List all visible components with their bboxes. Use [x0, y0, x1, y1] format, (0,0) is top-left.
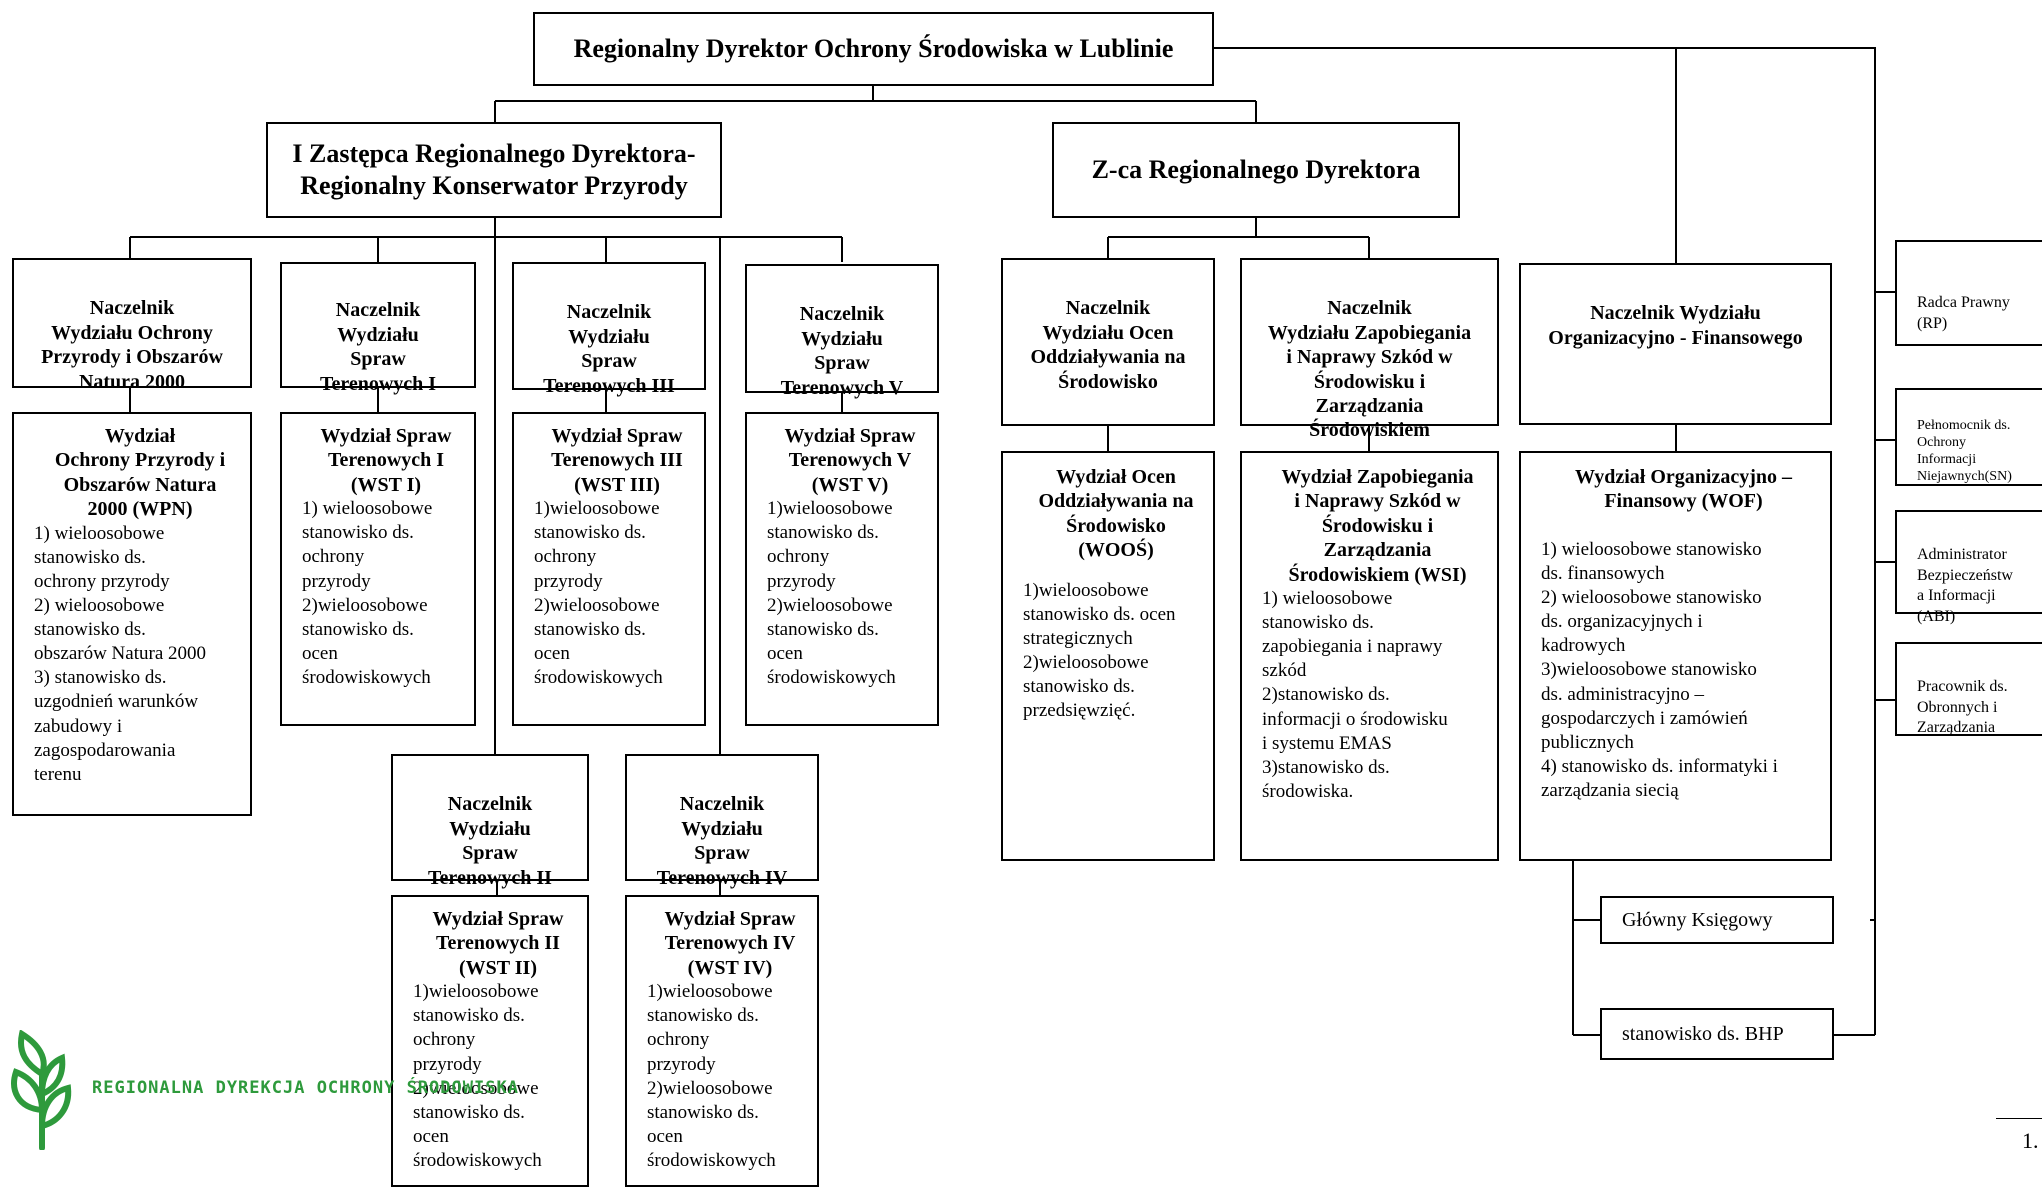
dept-wof-body: 1) wieloosobowe stanowisko ds. finansowy…	[1541, 538, 1778, 802]
head-wst4: Naczelnik Wydziału Spraw Terenowych IV	[625, 754, 819, 889]
head-woos-label: Naczelnik Wydziału Ocen Oddziaływania na…	[1030, 297, 1186, 393]
dept-wof: Wydział Organizacyjno – Finansowy (WOF) …	[1519, 451, 1832, 861]
dept-wst1-title: Wydział Spraw Terenowych I (WST I)	[320, 425, 452, 496]
side-unit-defense-label: Pracownik ds. Obronnych i Zarządzania Kr…	[1917, 677, 2008, 736]
side-unit-classified: Pełnomocnik ds. Ochrony Informacji Nieja…	[1895, 388, 2042, 486]
dept-wst4: Wydział Spraw Terenowych IV (WST IV) 1)w…	[625, 895, 819, 1187]
page-number: 1.	[2022, 1128, 2039, 1153]
head-wst3-label: Naczelnik Wydziału Spraw Terenowych III	[543, 301, 675, 397]
head-wof-label: Naczelnik Wydziału Organizacyjno - Finan…	[1548, 302, 1803, 349]
deputy2-box: Z-ca Regionalnego Dyrektora	[1052, 122, 1460, 218]
side-unit-abi-label: Administrator Bezpieczeństw a Informacji…	[1917, 545, 2013, 626]
deputy1-box: I Zastępca Regionalnego Dyrektora- Regio…	[266, 122, 722, 218]
head-wpn: Naczelnik Wydziału Ochrony Przyrody i Ob…	[12, 258, 252, 393]
rdos-logo-icon	[11, 1030, 72, 1150]
dept-wst2-title: Wydział Spraw Terenowych II (WST II)	[432, 908, 564, 979]
head-wst2: Naczelnik Wydziału Spraw Terenowych II	[391, 754, 589, 889]
dept-wst1-body: 1) wieloosobowe stanowisko ds. ochrony p…	[302, 498, 433, 689]
dept-wst2: Wydział Spraw Terenowych II (WST II) 1)w…	[391, 895, 589, 1187]
dept-wst2-body: 1)wieloosobowe stanowisko ds. ochrony pr…	[413, 981, 542, 1172]
head-woos: Naczelnik Wydziału Ocen Oddziaływania na…	[1001, 258, 1215, 426]
side-unit-legal-label: Radca Prawny (RP)	[1917, 293, 2010, 332]
dept-wpn: Wydział Ochrony Przyrody i Obszarów Natu…	[12, 412, 252, 816]
dept-wst4-body: 1)wieloosobowe stanowisko ds. ochrony pr…	[647, 981, 776, 1172]
director-box: Regionalny Dyrektor Ochrony Środowiska w…	[533, 12, 1214, 86]
dept-woos-title: Wydział Ocen Oddziaływania na Środowisko…	[1038, 466, 1194, 562]
deputy1-title: I Zastępca Regionalnego Dyrektora- Regio…	[292, 139, 696, 200]
side-unit-defense: Pracownik ds. Obronnych i Zarządzania Kr…	[1895, 642, 2042, 736]
dept-wpn-title: Wydział Ochrony Przyrody i Obszarów Natu…	[54, 425, 226, 521]
side-unit-abi: Administrator Bezpieczeństw a Informacji…	[1895, 510, 2042, 625]
dept-wpn-body: 1) wieloosobowe stanowisko ds. ochrony p…	[34, 522, 207, 785]
head-wst3: Naczelnik Wydziału Spraw Terenowych III	[512, 262, 706, 397]
dept-wsi-body: 1) wieloosobowe stanowisko ds. zapobiega…	[1262, 587, 1448, 802]
dept-woos-body: 1)wieloosobowe stanowisko ds. ocen strat…	[1023, 579, 1176, 722]
footer-rule	[1996, 1118, 2042, 1119]
head-wsi-label: Naczelnik Wydziału Zapobiegania i Napraw…	[1267, 297, 1472, 442]
dept-wst5-title: Wydział Spraw Terenowych V (WST V)	[784, 425, 916, 496]
dept-wst4-title: Wydział Spraw Terenowych IV (WST IV)	[664, 908, 796, 979]
dept-wst3-body: 1)wieloosobowe stanowisko ds. ochrony pr…	[534, 498, 663, 689]
bhp-box: stanowisko ds. BHP	[1600, 1008, 1834, 1060]
head-wst2-label: Naczelnik Wydziału Spraw Terenowych II	[428, 793, 552, 889]
dept-wst5-body: 1)wieloosobowe stanowisko ds. ochrony pr…	[767, 498, 896, 689]
dept-wst3-title: Wydział Spraw Terenowych III (WST III)	[551, 425, 683, 496]
side-unit-classified-label: Pełnomocnik ds. Ochrony Informacji Nieja…	[1917, 418, 2012, 485]
head-wsi: Naczelnik Wydziału Zapobiegania i Napraw…	[1240, 258, 1499, 441]
logo-text: REGIONALNA DYREKCJA OCHRONY ŚRODOWISKA	[92, 1078, 519, 1098]
side-unit-legal: Radca Prawny (RP)	[1895, 240, 2042, 346]
head-wof: Naczelnik Wydziału Organizacyjno - Finan…	[1519, 263, 1832, 425]
dept-wsi: Wydział Zapobiegania i Naprawy Szkód w Ś…	[1240, 451, 1499, 861]
dept-wst1: Wydział Spraw Terenowych I (WST I) 1) wi…	[280, 412, 476, 726]
head-wst5: Naczelnik Wydziału Spraw Terenowych V	[745, 264, 939, 399]
chief-accountant-box: Główny Księgowy	[1600, 896, 1834, 944]
dept-wst5: Wydział Spraw Terenowych V (WST V) 1)wie…	[745, 412, 939, 726]
director-title: Regionalny Dyrektor Ochrony Środowiska w…	[573, 34, 1174, 64]
head-wst1-label: Naczelnik Wydziału Spraw Terenowych I	[319, 299, 437, 395]
dept-wsi-title: Wydział Zapobiegania i Naprawy Szkód w Ś…	[1281, 466, 1474, 586]
dept-wst3: Wydział Spraw Terenowych III (WST III) 1…	[512, 412, 706, 726]
dept-wof-title: Wydział Organizacyjno – Finansowy (WOF)	[1574, 466, 1793, 513]
head-wst1: Naczelnik Wydziału Spraw Terenowych I	[280, 262, 476, 395]
head-wst5-label: Naczelnik Wydziału Spraw Terenowych V	[780, 303, 904, 399]
head-wpn-label: Naczelnik Wydziału Ochrony Przyrody i Ob…	[41, 297, 223, 393]
head-wst4-label: Naczelnik Wydziału Spraw Terenowych IV	[656, 793, 788, 889]
bhp-label: stanowisko ds. BHP	[1622, 1022, 1784, 1045]
dept-woos: Wydział Ocen Oddziaływania na Środowisko…	[1001, 451, 1215, 861]
chief-accountant-label: Główny Księgowy	[1622, 908, 1773, 931]
deputy2-title: Z-ca Regionalnego Dyrektora	[1091, 155, 1421, 185]
